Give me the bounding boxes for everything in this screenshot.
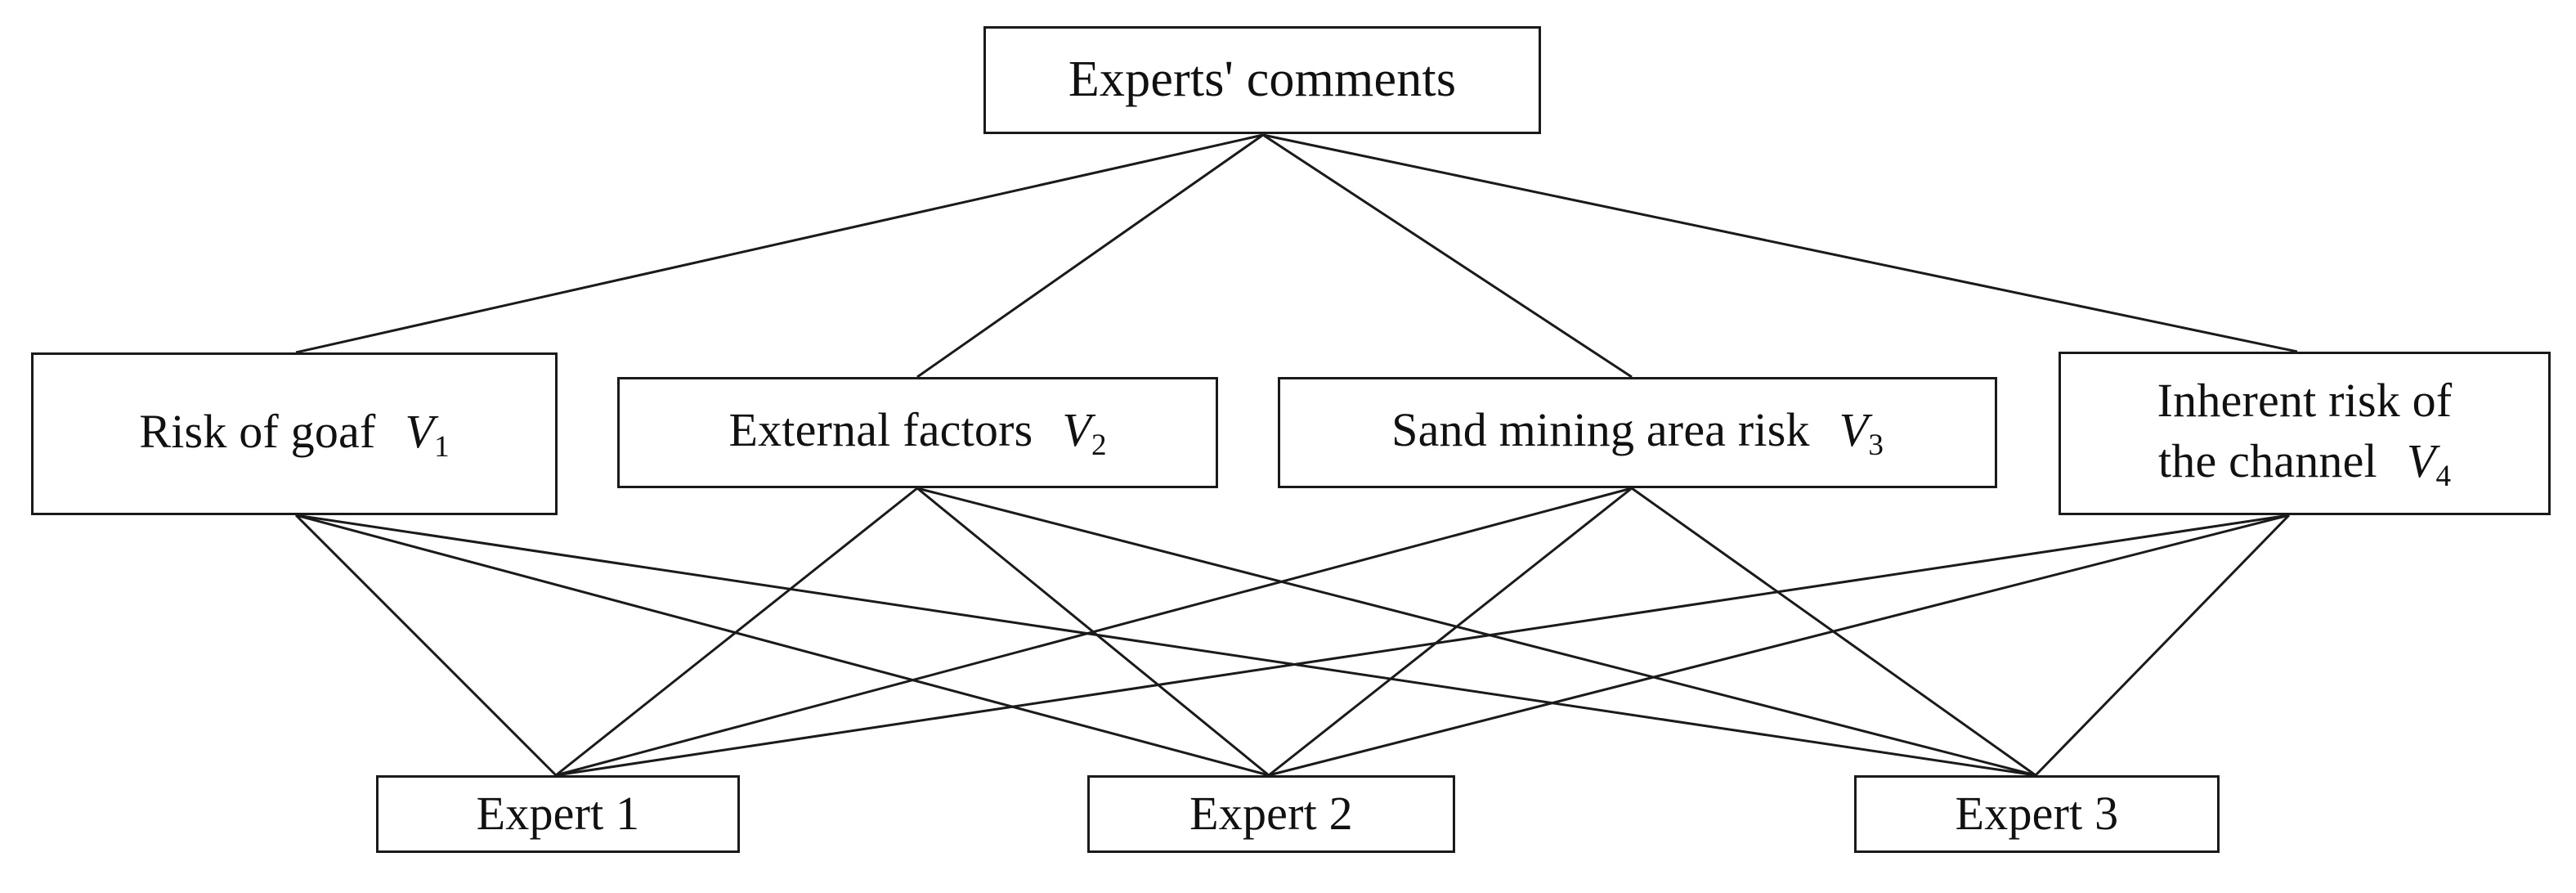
node-sand-mining-area-risk[interactable]: Sand mining area risk V3 bbox=[1278, 377, 1997, 488]
node-risk-of-goaf-label: Risk of goaf V1 bbox=[139, 402, 449, 467]
node-experts-comments[interactable]: Experts' comments bbox=[983, 26, 1541, 134]
edge-v3-to-expert-2 bbox=[1268, 487, 1633, 777]
node-external-factors-label: External factors V2 bbox=[728, 400, 1106, 465]
node-risk-of-goaf-text: Risk of goaf bbox=[139, 404, 376, 458]
node-inherent-risk-of-the-channel-symbol: V bbox=[2406, 434, 2436, 488]
node-expert-2-label: Expert 2 bbox=[1189, 787, 1353, 841]
edge-v4-to-expert-2 bbox=[1268, 514, 2290, 777]
node-risk-of-goaf[interactable]: Risk of goaf V1 bbox=[31, 352, 558, 515]
node-risk-of-goaf-subscript: 1 bbox=[434, 429, 450, 464]
node-sand-mining-area-risk-label: Sand mining area risk V3 bbox=[1391, 400, 1884, 465]
edge-v3-to-expert-1 bbox=[555, 487, 1633, 777]
edge-experts-comments-to-v2 bbox=[916, 133, 1264, 379]
edge-experts-comments-to-v4 bbox=[1262, 133, 2298, 353]
node-expert-1[interactable]: Expert 1 bbox=[376, 775, 740, 853]
edge-v1-to-expert-1 bbox=[294, 514, 558, 777]
node-external-factors-subscript: 2 bbox=[1091, 429, 1107, 463]
edge-v2-to-expert-1 bbox=[555, 487, 918, 777]
edge-experts-comments-to-v3 bbox=[1262, 133, 1633, 379]
node-external-factors-symbol: V bbox=[1062, 403, 1091, 457]
node-expert-3-label: Expert 3 bbox=[1955, 787, 2119, 841]
node-expert-3[interactable]: Expert 3 bbox=[1854, 775, 2220, 853]
edge-v1-to-expert-3 bbox=[295, 514, 2036, 777]
node-risk-of-goaf-symbol: V bbox=[405, 404, 435, 458]
node-experts-comments-label: Experts' comments bbox=[1068, 52, 1457, 108]
node-expert-2[interactable]: Expert 2 bbox=[1087, 775, 1455, 853]
node-sand-mining-area-risk-text: Sand mining area risk bbox=[1391, 403, 1810, 457]
edge-v4-to-expert-1 bbox=[555, 514, 2290, 777]
node-inherent-risk-of-the-channel-text: Inherent risk of the channel bbox=[2157, 374, 2453, 488]
node-external-factors[interactable]: External factors V2 bbox=[617, 377, 1218, 488]
edge-experts-comments-to-v1 bbox=[295, 133, 1264, 354]
node-external-factors-text: External factors bbox=[728, 403, 1033, 457]
node-inherent-risk-of-the-channel-subscript: 4 bbox=[2435, 460, 2452, 494]
node-expert-1-label: Expert 1 bbox=[476, 787, 640, 841]
edge-v1-to-expert-2 bbox=[295, 514, 1270, 777]
edge-v2-to-expert-3 bbox=[916, 487, 2036, 777]
node-sand-mining-area-risk-symbol: V bbox=[1839, 403, 1869, 457]
node-sand-mining-area-risk-subscript: 3 bbox=[1868, 429, 1884, 463]
edge-v4-to-expert-3 bbox=[2034, 514, 2291, 777]
